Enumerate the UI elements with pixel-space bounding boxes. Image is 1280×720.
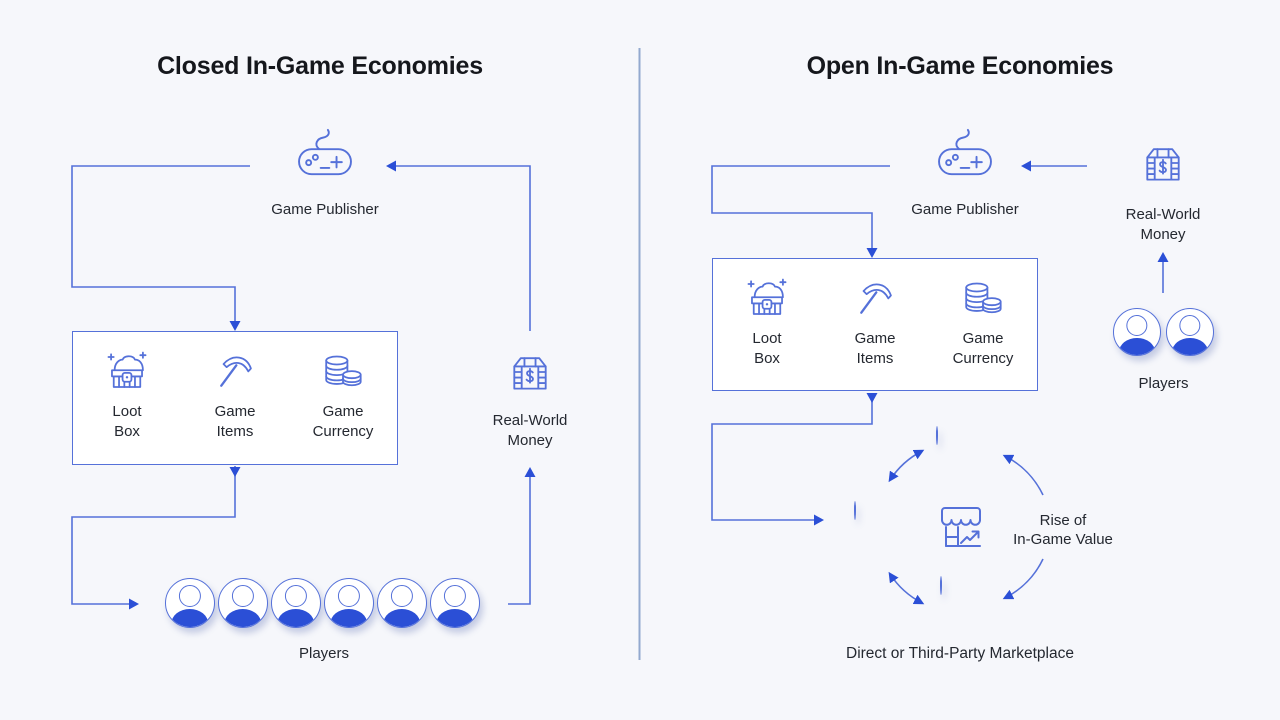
arrowhead-into-box-left <box>229 321 241 331</box>
marketplace-label: Direct or Third-Party Marketplace <box>846 645 1074 662</box>
coins-icon <box>960 276 1006 322</box>
money-stack-icon <box>506 348 554 396</box>
game-items-item: Game Items <box>183 349 287 442</box>
pickaxe-icon <box>852 276 898 322</box>
item-label-line: Game <box>322 403 364 420</box>
arrowhead-out-of-box-left <box>229 467 241 477</box>
rise-label-line1: Rise of <box>1039 512 1087 529</box>
loot-box-icon <box>744 276 790 322</box>
player-avatar <box>854 501 856 520</box>
flow-box-to-players-left <box>71 466 236 605</box>
cycle-arrow-bottom-right <box>1002 558 1044 600</box>
player-avatar <box>271 578 321 628</box>
flow-money-to-publisher-left <box>396 165 531 331</box>
item-label-line: Game <box>214 403 256 420</box>
rise-of-value-label: Rise of In-Game Value <box>988 511 1138 549</box>
item-label-line: Box <box>114 423 140 440</box>
money-label-line2: Money <box>507 432 553 449</box>
arrowhead-into-box-right <box>866 248 878 258</box>
player-avatar <box>324 578 374 628</box>
flow-publisher-to-box-right <box>711 165 890 248</box>
player-avatar <box>1166 308 1214 356</box>
rise-label-line2: In-Game Value <box>1013 531 1113 548</box>
arrowhead-into-cycle-right <box>814 514 824 526</box>
right-title: Open In-Game Economies <box>806 52 1114 80</box>
loot-box-item: Loot Box <box>75 349 179 442</box>
pickaxe-icon <box>212 349 258 395</box>
coins-icon <box>320 349 366 395</box>
item-label-line: Items <box>856 350 894 367</box>
player-avatar <box>430 578 480 628</box>
player-avatar <box>1113 308 1161 356</box>
item-label-line: Box <box>754 350 780 367</box>
arrowhead-into-players-left <box>129 598 139 610</box>
publisher-label-left: Game Publisher <box>271 201 379 218</box>
money-label-right: Real-World Money <box>1113 205 1213 245</box>
cycle-arrow-top-right <box>1002 454 1044 496</box>
arrowhead-into-publisher-left <box>386 160 396 172</box>
publisher-label-right: Game Publisher <box>911 201 1019 218</box>
players-group-left <box>165 578 480 628</box>
item-label-line: Currency <box>312 423 374 440</box>
arrowhead-into-money-left <box>524 467 536 477</box>
money-label-line2: Money <box>1140 226 1186 243</box>
loot-box-icon <box>104 349 150 395</box>
game-currency-item: Game Currency <box>291 349 395 442</box>
money-label-line1: Real-World <box>1125 206 1201 223</box>
player-avatar <box>165 578 215 628</box>
arrowhead-out-of-box-right <box>866 393 878 403</box>
player-avatar <box>936 426 938 445</box>
money-label-left: Real-World Money <box>480 411 580 451</box>
item-label-line: Loot <box>752 330 782 347</box>
players-label-right: Players <box>1138 375 1189 392</box>
marketplace-icon <box>935 499 987 555</box>
item-label-line: Game <box>962 330 1004 347</box>
flow-publisher-to-box-left <box>71 165 250 321</box>
item-label-line: Loot <box>112 403 142 420</box>
game-controller-icon <box>296 128 354 178</box>
items-box-left: Loot Box Game Items <box>72 331 398 465</box>
players-group-right <box>1113 308 1214 356</box>
item-label-line: Game <box>854 330 896 347</box>
flow-box-to-marketplace-right <box>711 393 873 521</box>
arrowhead-into-money-right <box>1157 252 1169 262</box>
item-label-line: Items <box>216 423 254 440</box>
items-box-right: Loot Box Game Items <box>712 258 1038 391</box>
cycle-arrow-top-left <box>888 449 925 483</box>
game-controller-icon <box>936 128 994 178</box>
arrowhead-into-publisher-right <box>1021 160 1031 172</box>
flow-players-to-money-left <box>508 477 531 605</box>
money-stack-icon <box>1139 139 1187 187</box>
money-label-line1: Real-World <box>492 412 568 429</box>
player-avatar <box>940 576 942 595</box>
item-label-line: Currency <box>952 350 1014 367</box>
player-avatar <box>218 578 268 628</box>
cycle-arrow-bottom-left <box>888 571 925 605</box>
player-avatar <box>377 578 427 628</box>
loot-box-item: Loot Box <box>715 276 819 369</box>
players-label-left: Players <box>298 645 350 662</box>
left-title: Closed In-Game Economies <box>157 52 483 80</box>
game-items-item: Game Items <box>823 276 927 369</box>
game-currency-item: Game Currency <box>931 276 1035 369</box>
